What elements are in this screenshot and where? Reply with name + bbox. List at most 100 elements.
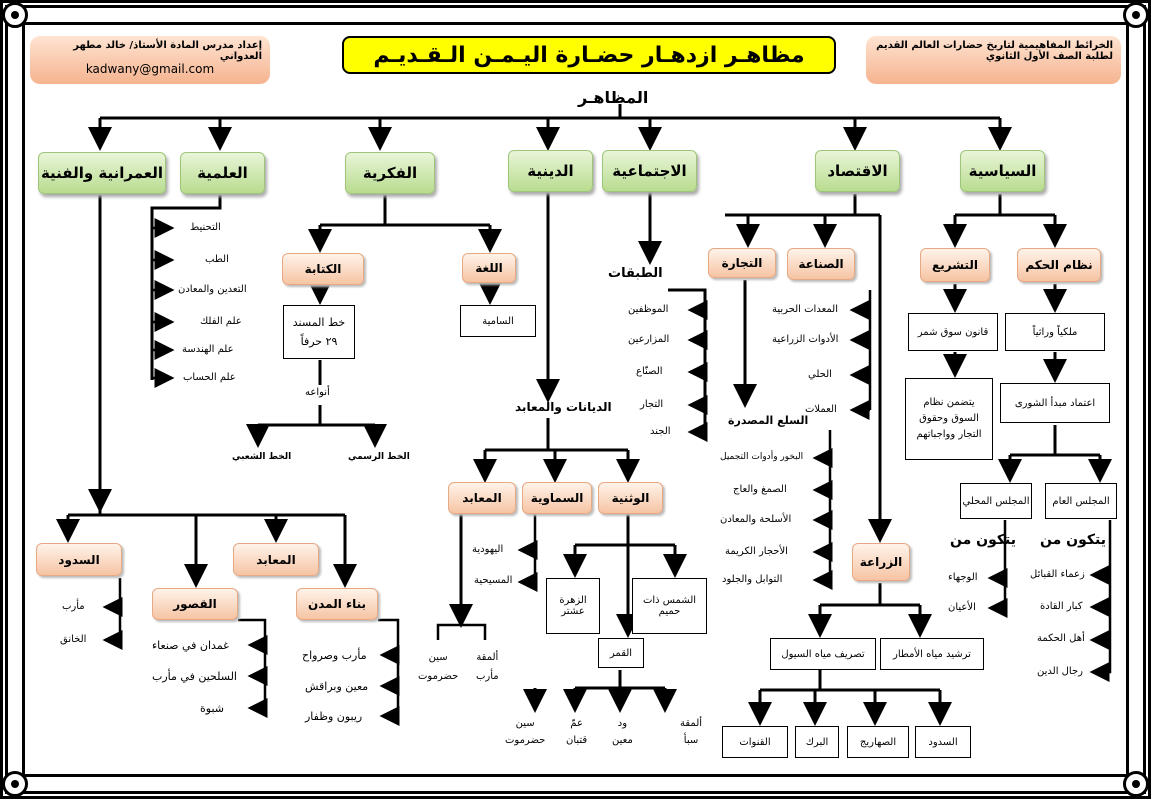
musnad-label: خط المسند	[292, 316, 346, 329]
corner-ornament	[1123, 2, 1149, 28]
legislation-node: التشريع	[920, 248, 990, 282]
water-item: القنوات	[722, 726, 788, 758]
language-node: اللغة	[462, 253, 516, 283]
shura-node: اعتماد مبدأ الشورى	[1000, 383, 1110, 423]
category-scientific: العلمية	[180, 152, 265, 194]
moon-name: عمّقتبان	[566, 718, 588, 746]
market-law-node: قانون سوق شمر	[908, 313, 998, 351]
export-item: الأحجار الكريمة	[725, 546, 788, 557]
exports-heading: السلع المصدرة	[728, 414, 809, 427]
cities-node: بناء المدن	[296, 588, 378, 620]
course-header: الخرائط المفاهيمية لتاريخ حضارات العالم …	[866, 36, 1121, 84]
palaces-node: القصور	[152, 588, 238, 620]
industry-node: الصناعة	[787, 248, 855, 280]
author-header: إعداد مدرس المادة الأستاذ/ خالد مطهر الع…	[30, 36, 270, 84]
science-item: التعدين والمعادن	[178, 284, 247, 295]
palace-item: غمدان في صنعاء	[152, 639, 229, 652]
class-item: الموظفين	[628, 304, 669, 315]
export-item: الأسلحة والمعادن	[720, 514, 792, 525]
export-item: البخور وأدوات التجميل	[720, 452, 804, 462]
semitic-node: السامية	[460, 305, 536, 337]
local-member: الوجهاء	[948, 572, 978, 583]
course-title: الخرائط المفاهيمية لتاريخ حضارات العالم …	[876, 40, 1113, 51]
category-political: السياسية	[960, 150, 1045, 192]
local-member: الأعيان	[948, 602, 976, 613]
palace-item: السلحين في مأرب	[152, 670, 237, 683]
industry-item: الأدوات الزراعية	[772, 334, 839, 345]
arch-temples-node: المعابد	[233, 543, 319, 576]
corner-ornament	[2, 2, 28, 28]
industry-item: المعدات الحربية	[772, 304, 839, 315]
page-title: مظاهـر ازدهـار حضـارة اليـمـن الـقـديـم	[342, 36, 836, 74]
general-member: رجال الدين	[1037, 666, 1083, 677]
sun-node: الشمس ذات حميم	[632, 578, 707, 634]
corner-ornament	[2, 771, 28, 797]
city-item: ريبون وظفار	[305, 710, 363, 723]
floods-node: تصريف مياه السيول	[770, 638, 876, 670]
general-member: كبار القادة	[1040, 601, 1083, 612]
category-architecture: العمرانية والفنية	[38, 152, 166, 194]
category-religious: الدينية	[508, 150, 593, 192]
zuhra-node: الزهرة عشتر	[546, 578, 600, 634]
category-intellectual: الفكرية	[345, 152, 435, 194]
rain-node: ترشيد مياه الأمطار	[880, 638, 984, 670]
heavenly-node: السماوية	[522, 482, 592, 514]
market-law-desc: يتضمن نظام السوق وحقوق التجار وواجباتهم	[905, 378, 993, 460]
course-audience: لطلبة الصف الأول الثانوي	[985, 51, 1113, 62]
dams-node: السدود	[36, 543, 122, 576]
science-item: التحنيط	[190, 222, 221, 233]
root-node: المظاهـر	[578, 88, 649, 107]
dam-item: مأرب	[62, 601, 85, 612]
local-council-node: المجلس المحلي	[960, 483, 1032, 519]
science-item: علم الفلك	[200, 316, 242, 327]
popular-script: الخط الشعبي	[232, 452, 292, 462]
palace-item: شبوة	[200, 702, 224, 715]
author-line: إعداد مدرس المادة الأستاذ/ خالد مطهر الع…	[73, 40, 262, 62]
consists-of-local: يتكون من	[950, 532, 1016, 548]
governance-node: نظام الحكم	[1017, 248, 1101, 282]
pagan-node: الوثنية	[598, 482, 663, 514]
temples-node: المعابد	[448, 482, 516, 514]
industry-item: الحلي	[808, 369, 832, 380]
industry-item: العملات	[805, 404, 837, 415]
class-item: الجند	[650, 426, 671, 437]
science-item: علم الحساب	[183, 372, 236, 383]
export-item: الصمغ والعاج	[733, 484, 787, 495]
general-member: أهل الحكمة	[1037, 633, 1085, 644]
author-email[interactable]: kadwany@gmail.com	[85, 62, 215, 76]
heavenly-item: المسيحية	[474, 575, 513, 586]
letters-label: ٢٩ حرفاً	[300, 335, 338, 348]
kings-node: ملكياً وراثياً	[1005, 313, 1105, 351]
heavenly-item: اليهودية	[472, 544, 504, 555]
class-item: المزارعين	[628, 334, 670, 345]
city-item: معين وبراقش	[305, 680, 369, 693]
writing-node: الكتابة	[282, 253, 364, 285]
dam-item: الخانق	[60, 634, 87, 645]
science-item: علم الهندسة	[182, 344, 234, 355]
category-social: الاجتماعية	[602, 150, 697, 192]
export-item: التوابل والجلود	[722, 574, 783, 585]
consists-of-general: يتكون من	[1040, 532, 1106, 548]
moon-node: القمر	[598, 638, 644, 668]
official-script: الخط الرسمي	[348, 452, 410, 462]
trade-node: التجارة	[708, 248, 776, 278]
class-item: التجار	[640, 399, 664, 410]
classes-heading: الطبقات	[608, 266, 663, 281]
corner-ornament	[1123, 771, 1149, 797]
general-member: زعماء القبائل	[1030, 569, 1085, 580]
musnad-node: خط المسند ٢٩ حرفاً	[283, 305, 355, 359]
types-label: أنواعه	[305, 387, 330, 398]
water-item: الصهاريج	[847, 726, 909, 758]
science-item: الطب	[205, 254, 229, 265]
religions-heading: الديانات والمعابد	[515, 400, 612, 414]
water-item: البرك	[795, 726, 839, 758]
class-item: الصنّاع	[636, 366, 663, 377]
category-economy: الاقتصاد	[815, 150, 900, 192]
agriculture-node: الزراعة	[852, 543, 910, 581]
